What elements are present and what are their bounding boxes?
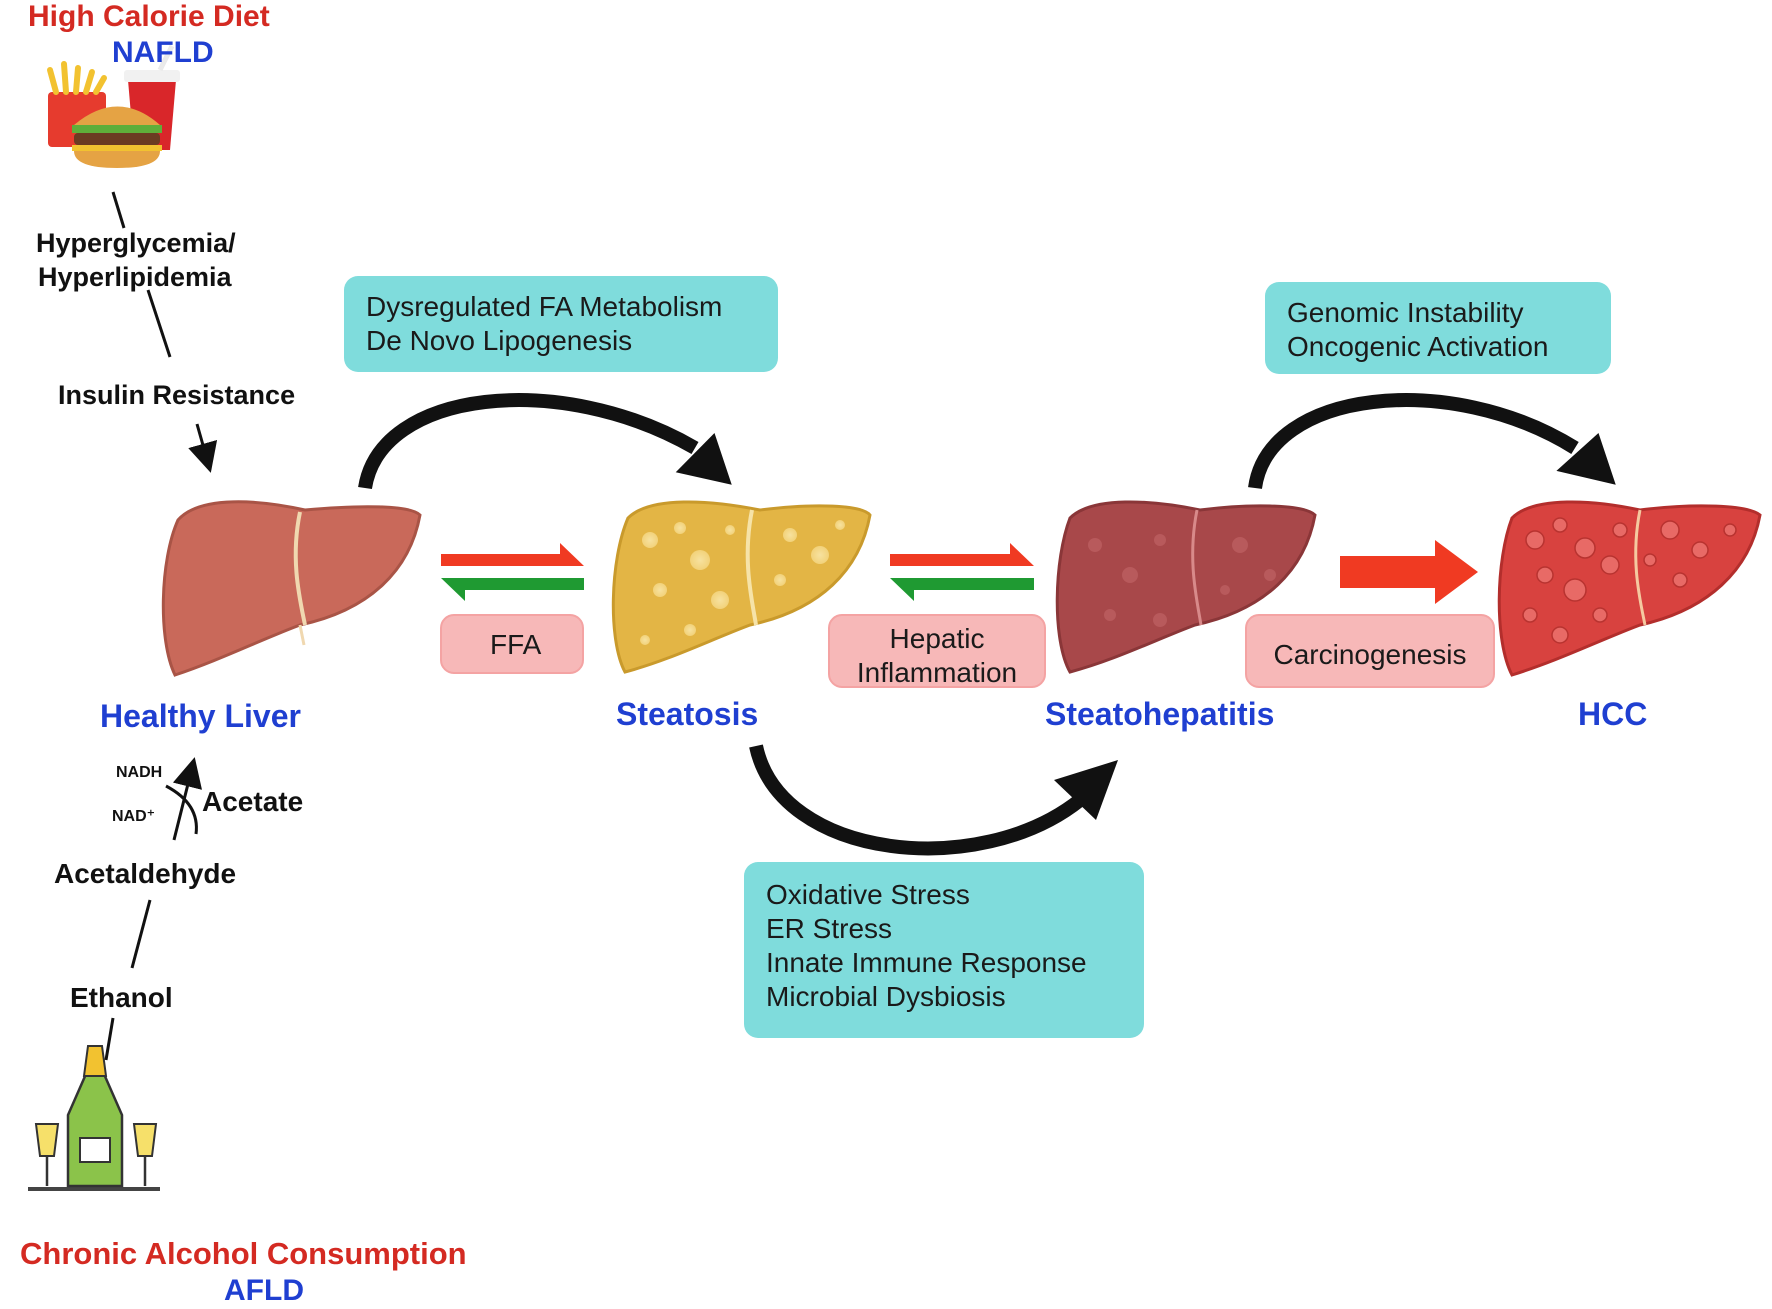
reversible-arrow-1 [441,543,584,601]
stage-steatohepatitis: Steatohepatitis [1045,696,1275,732]
curved-arrow-steatohepatitis [749,744,1118,856]
nafld-subtitle: NAFLD [112,36,214,69]
stress-box: Oxidative Stress ER Stress Innate Immune… [744,862,1144,1038]
hepatic-inflammation-box: Hepatic Inflammation [828,614,1046,688]
hepatic-line-1: Hepatic [889,623,985,654]
stage-hcc: HCC [1578,696,1648,732]
stress-line-4: Microbial Dysbiosis [766,981,1006,1013]
nad-label: NAD⁺ [112,808,156,825]
stage-healthy-liver: Healthy Liver [100,698,301,734]
hepatic-line-2: Inflammation [856,657,1018,689]
curved-arrow-steatosis [358,393,732,490]
fa-metabolism-line-1: Dysregulated FA Metabolism [366,291,723,322]
genomic-line-1: Genomic Instability [1287,297,1524,328]
steatosis-liver-icon [611,500,872,674]
carcinogenesis-label: Carcinogenesis [1273,639,1467,670]
fa-metabolism-box: Dysregulated FA Metabolism De Novo Lipog… [344,276,778,372]
healthy-liver-icon [161,500,422,677]
stress-line-2: ER Stress [766,913,893,945]
ethanol-label: Ethanol [70,982,173,1013]
reversible-arrow-2 [890,543,1034,601]
red-forward-arrow [1340,540,1478,604]
hyperlipidemia-label: Hyperlipidemia [38,262,232,292]
stress-line-1: Oxidative Stress [766,879,970,910]
afld-title: Chronic Alcohol Consumption [20,1236,467,1271]
genomic-line-2: Oncogenic Activation [1287,331,1549,363]
afld-pathway-lines [104,757,203,1061]
afld-subtitle: AFLD [224,1274,304,1307]
hcc-liver-icon [1497,500,1762,677]
curved-arrow-hcc [1248,393,1616,490]
insulin-resistance-label: Insulin Resistance [58,380,296,410]
ffa-label: FFA [490,629,542,660]
acetate-label: Acetate [202,786,304,817]
genomic-box: Genomic Instability Oncogenic Activation [1265,282,1611,374]
nafld-title: High Calorie Diet [28,0,270,33]
ffa-box: FFA [440,614,584,674]
nadh-label: NADH [116,764,163,781]
nafld-pathway-lines [111,191,218,473]
champagne-icon [28,1045,160,1191]
stage-steatosis: Steatosis [616,696,759,732]
carcinogenesis-box: Carcinogenesis [1245,614,1495,688]
steatohepatitis-liver-icon [1055,500,1317,674]
fast-food-icon [47,44,180,168]
hyperglycemia-label: Hyperglycemia/ [36,228,236,258]
acetaldehyde-label: Acetaldehyde [54,858,237,889]
fa-metabolism-line-2: De Novo Lipogenesis [366,325,633,357]
stress-line-3: Innate Immune Response [766,947,1087,979]
